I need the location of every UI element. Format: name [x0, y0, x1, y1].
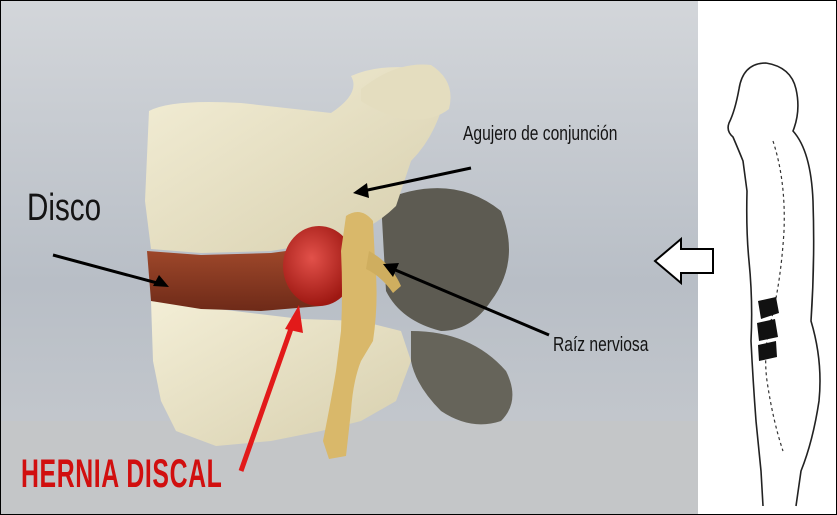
- label-disco: Disco: [27, 187, 101, 230]
- label-agujero-de-conjuncion: Agujero de conjunción: [463, 123, 617, 146]
- silhouette-panel: [698, 1, 836, 514]
- label-raiz-nerviosa: Raíz nerviosa: [553, 334, 648, 357]
- lumbar-highlight: [757, 297, 779, 361]
- label-hernia-discal: HERNIA DISCAL: [21, 452, 222, 497]
